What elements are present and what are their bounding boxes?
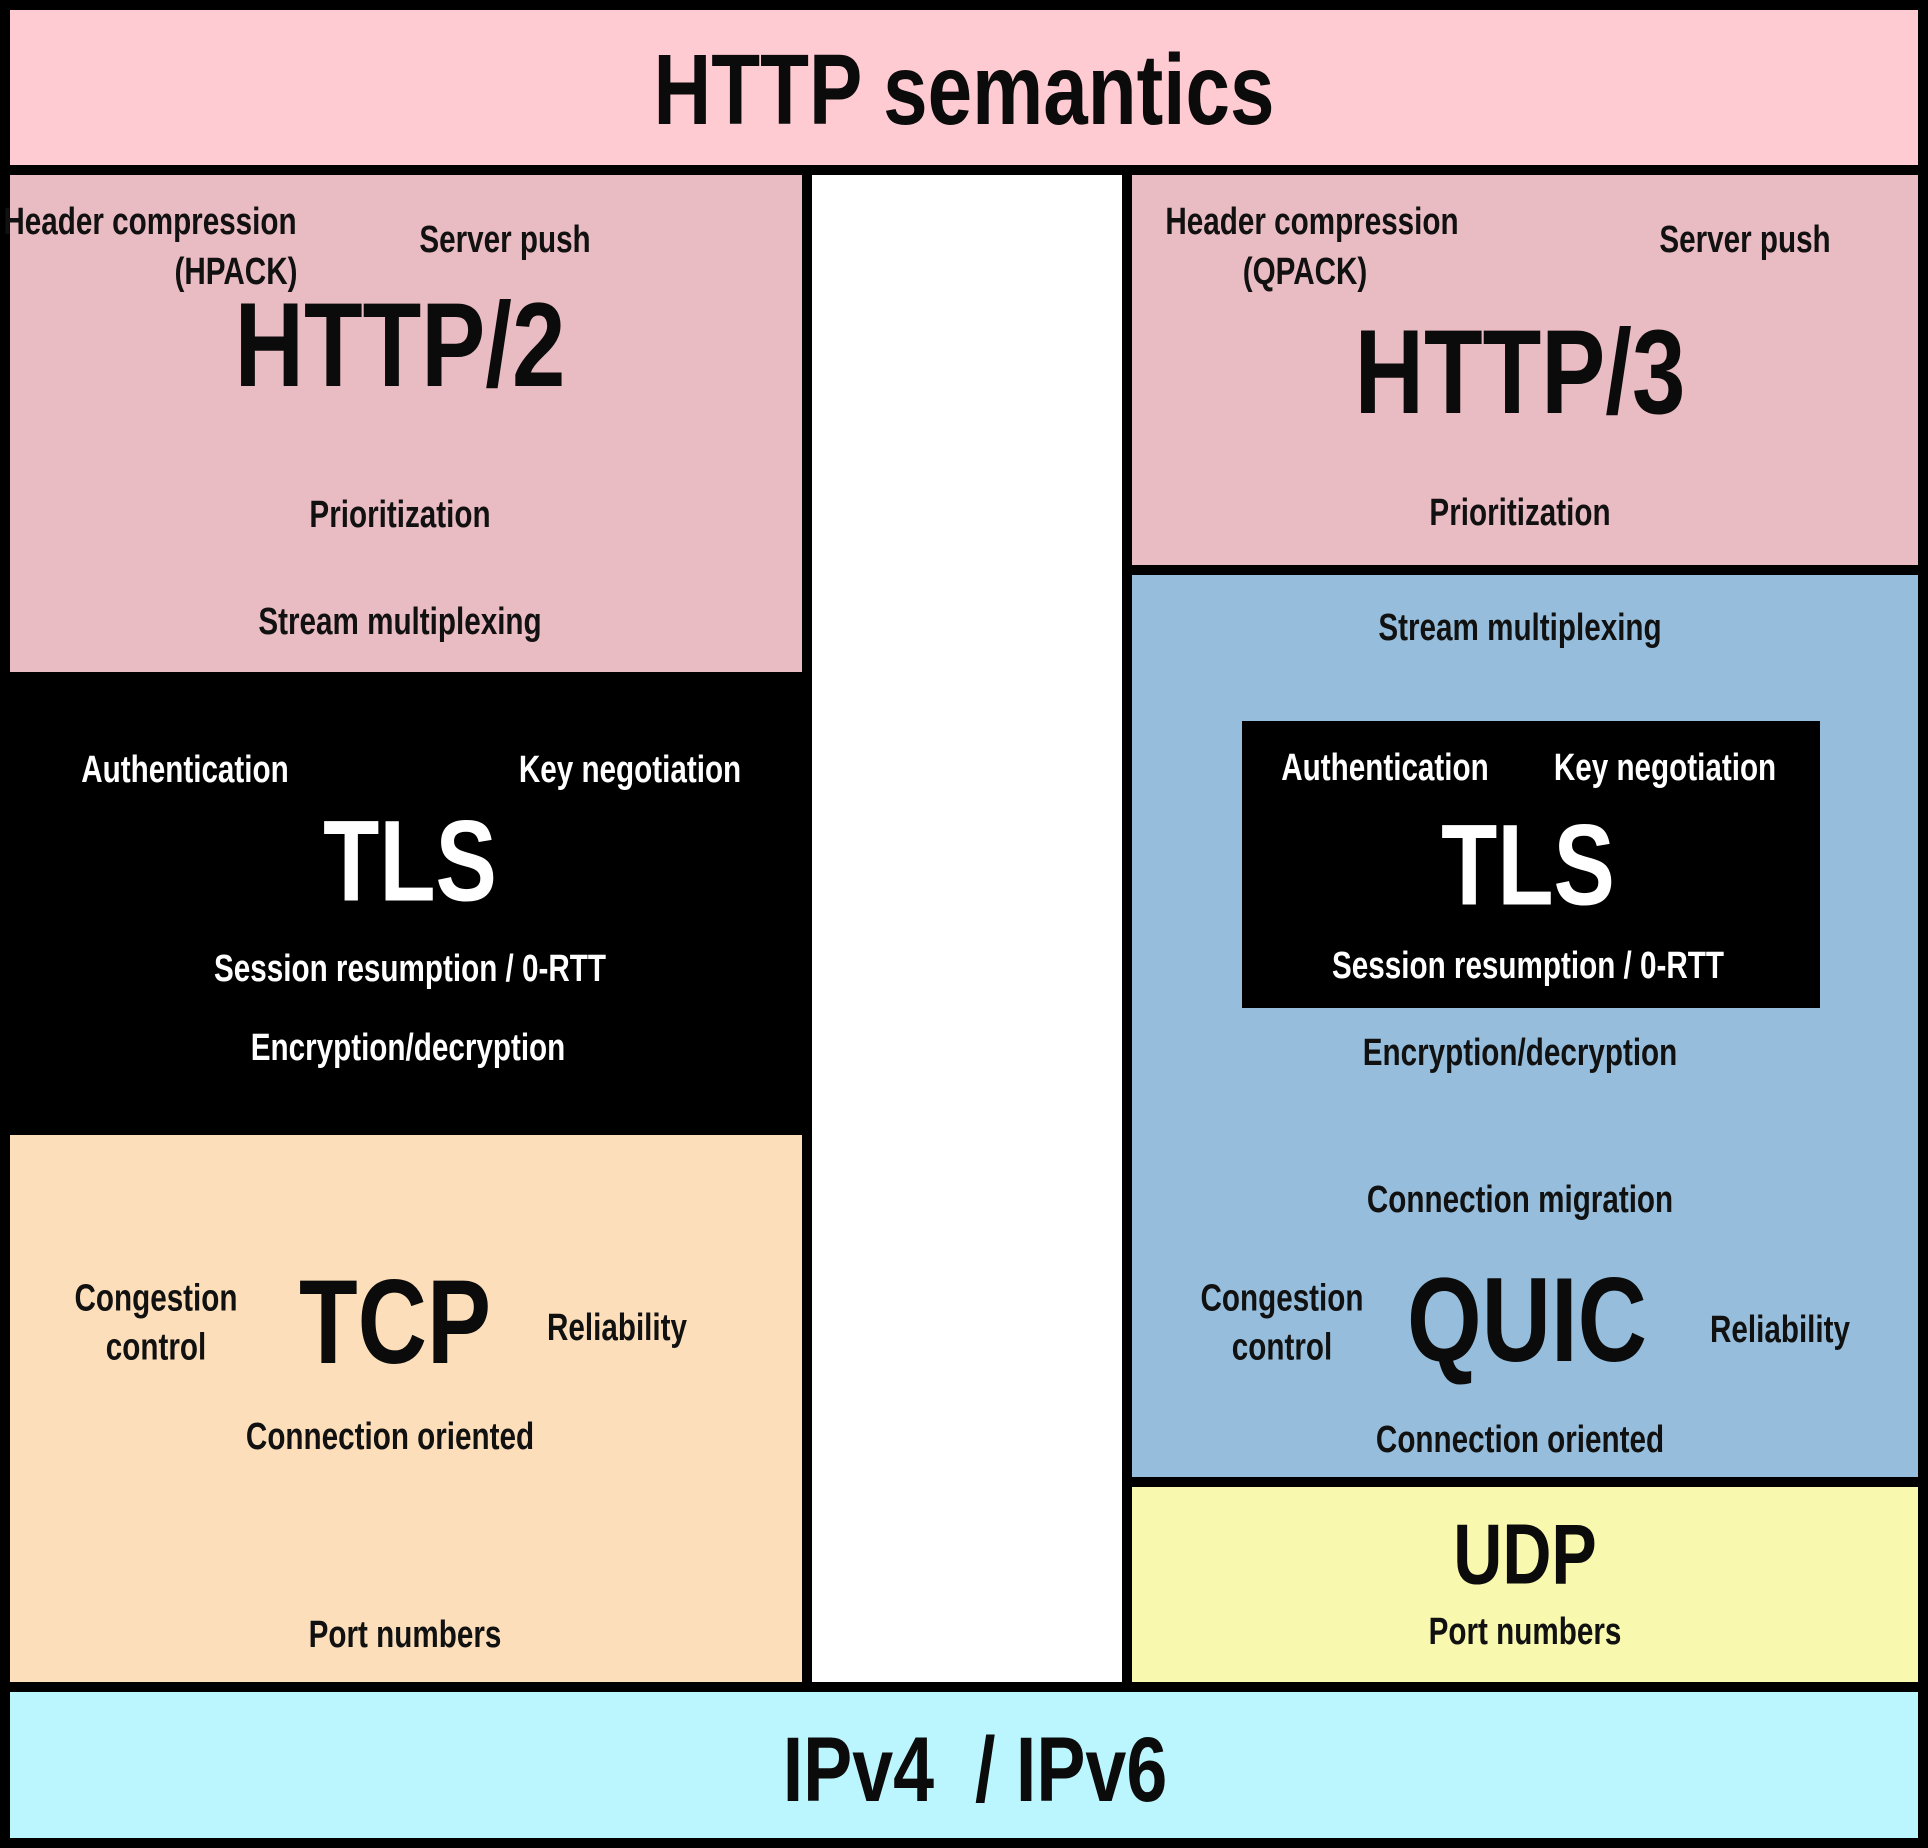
- tls-right-key-negotiation-label: Key negotiation: [1553, 747, 1777, 789]
- udp-title: UDP: [1453, 1507, 1597, 1603]
- http2-header-compression-label: Header compression: [3, 201, 297, 243]
- tls-left-title: TLS: [323, 797, 497, 926]
- quic-reliability-label: Reliability: [1709, 1309, 1851, 1351]
- tls-right-session-resumption-label: Session resumption / 0-RTT: [1332, 945, 1724, 987]
- tcp-reliability-label: Reliability: [546, 1307, 688, 1349]
- udp-port-numbers-label: Port numbers: [1428, 1611, 1622, 1653]
- http3-server-push-label: Server push: [1659, 219, 1831, 261]
- ip-layer-title: IPv4 / IPv6: [782, 1719, 1168, 1821]
- http-semantics-layer: [0, 0, 1928, 175]
- http2-layer: [0, 165, 812, 682]
- tls-right-title: TLS: [1441, 801, 1615, 930]
- quic-connection-migration-label: Connection migration: [1366, 1179, 1674, 1221]
- tcp-title: TCP: [299, 1255, 491, 1389]
- http3-header-compression-label: Header compression: [1165, 201, 1459, 243]
- tls-right-authentication-label: Authentication: [1281, 747, 1489, 789]
- quic-encryption-label: Encryption/decryption: [1362, 1032, 1678, 1074]
- tls-left-authentication-label: Authentication: [81, 749, 289, 791]
- http2-server-push-label: Server push: [419, 219, 591, 261]
- ip-layer: [0, 1682, 1928, 1848]
- tls-layer-right: [1242, 721, 1820, 1008]
- http3-qpack-label: (QPACK): [1242, 251, 1368, 293]
- tls-left-encryption-label: Encryption/decryption: [250, 1027, 566, 1069]
- http2-hpack-label: (HPACK): [174, 251, 298, 293]
- tcp-layer: [0, 1125, 812, 1692]
- http3-layer: [1122, 165, 1928, 575]
- http3-prioritization-label: Prioritization: [1429, 492, 1611, 534]
- tls-left-session-resumption-label: Session resumption / 0-RTT: [214, 948, 606, 990]
- http2-title: HTTP/2: [234, 278, 566, 412]
- quic-title: QUIC: [1407, 1253, 1647, 1387]
- quic-connection-oriented-label: Connection oriented: [1375, 1419, 1665, 1461]
- quic-layer: [1122, 565, 1928, 1487]
- tls-left-key-negotiation-label: Key negotiation: [518, 749, 742, 791]
- http2-stream-multiplexing-label: Stream multiplexing: [258, 601, 542, 643]
- tcp-congestion-control-label: Congestion control: [74, 1277, 238, 1369]
- tcp-connection-oriented-label: Connection oriented: [245, 1416, 535, 1458]
- http3-title: HTTP/3: [1354, 305, 1686, 439]
- tcp-port-numbers-label: Port numbers: [308, 1614, 502, 1656]
- udp-layer: [1122, 1477, 1928, 1695]
- http2-prioritization-label: Prioritization: [309, 494, 491, 536]
- tls-layer-left: [0, 672, 812, 1135]
- quic-stream-multiplexing-label: Stream multiplexing: [1378, 607, 1662, 649]
- quic-congestion-control-label: Congestion control: [1200, 1277, 1364, 1369]
- http-semantics-title: HTTP semantics: [653, 34, 1275, 146]
